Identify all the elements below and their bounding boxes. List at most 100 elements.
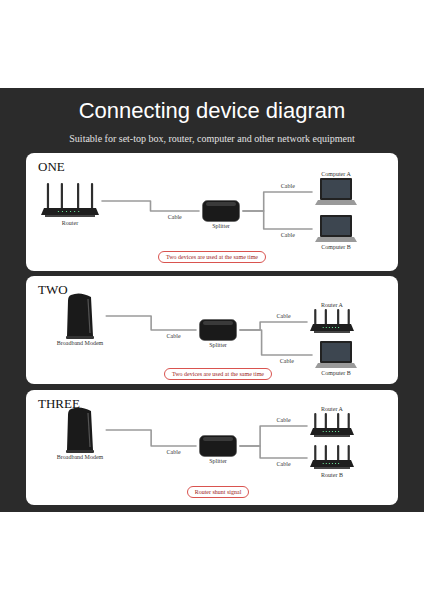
splitter-icon <box>199 435 237 457</box>
router-drawing <box>41 183 99 217</box>
router-base <box>45 215 95 217</box>
cable-label-holder: Cable <box>276 417 292 424</box>
led <box>66 211 67 212</box>
laptop-icon <box>315 178 357 206</box>
led <box>329 431 330 432</box>
note-text: Two devices are used at the same time <box>166 253 258 261</box>
router-icon <box>41 183 99 219</box>
cable-connector <box>240 330 312 355</box>
laptop-screen <box>320 215 352 237</box>
modem-icon <box>65 407 95 453</box>
led <box>332 431 333 432</box>
cable-label: Cable <box>276 417 292 424</box>
device-label: Splitter <box>209 341 227 349</box>
device-label: Splitter <box>212 222 230 230</box>
led <box>332 463 333 464</box>
modem-body <box>67 293 93 336</box>
modem-drawing <box>66 293 94 339</box>
led <box>326 327 327 328</box>
router-icon <box>310 309 354 335</box>
antenna <box>348 309 350 326</box>
cable-label-holder: Cable <box>276 461 292 468</box>
antenna <box>77 183 79 210</box>
splitter-gloss <box>203 321 233 325</box>
cable-label-holder: Cable <box>276 313 292 320</box>
device-label: Splitter <box>209 457 227 465</box>
led <box>338 431 339 432</box>
device-label: Router <box>62 219 78 227</box>
cable-connector <box>243 211 312 229</box>
laptop-icon <box>315 341 357 369</box>
led <box>326 463 327 464</box>
cable-connector <box>243 192 312 211</box>
cable-label-holder: Cable <box>280 183 296 190</box>
device-label: Computer B <box>321 369 351 377</box>
laptop-drawing <box>315 178 357 205</box>
device-box: Splitter <box>197 318 239 350</box>
router-drawing <box>310 309 354 333</box>
antenna <box>314 309 316 326</box>
device-box: Computer A <box>313 169 359 207</box>
splitter-drawing <box>200 436 237 457</box>
router-base <box>314 331 350 333</box>
cable-connector <box>106 430 196 446</box>
note-pill: Two devices are used at the same time <box>164 368 272 380</box>
note-pill: Router shunt signal <box>187 486 250 498</box>
cable-connector <box>240 322 307 330</box>
led <box>78 211 79 212</box>
laptop-base <box>315 200 357 205</box>
panel-heading: TWO <box>38 282 68 297</box>
splitter-gloss <box>203 437 233 441</box>
cable-label-holder: Cable <box>166 333 182 340</box>
device-box: Router A <box>308 300 356 336</box>
antenna <box>348 445 350 462</box>
subtitle-box: Suitable for set-top box, router, comput… <box>0 128 424 146</box>
led <box>326 431 327 432</box>
laptop-display <box>322 180 350 198</box>
laptop-display <box>322 217 350 235</box>
led <box>74 211 75 212</box>
cable-label: Cable <box>280 232 296 239</box>
laptop-drawing <box>315 215 357 242</box>
step-panel: ONERouterSplitterComputer AComputer BTwo… <box>26 153 398 271</box>
device-box: Broadband Modem <box>55 292 106 348</box>
modem-stand <box>66 336 94 339</box>
device-label: Computer B <box>321 243 351 251</box>
cable-label: Cable <box>167 214 183 221</box>
note-pill: Two devices are used at the same time <box>158 251 266 263</box>
led <box>329 327 330 328</box>
router-drawing <box>310 413 354 437</box>
splitter-drawing <box>200 320 237 341</box>
splitter-body <box>200 436 237 457</box>
laptop-base <box>315 237 357 242</box>
laptop-icon <box>315 215 357 243</box>
laptop-display <box>322 343 350 361</box>
splitter-drawing <box>203 201 240 222</box>
device-label: Broadband Modem <box>57 339 104 347</box>
cable-label: Cable <box>166 449 182 456</box>
antenna <box>47 183 49 210</box>
device-box: Broadband Modem <box>55 406 106 462</box>
cable-label: Cable <box>276 313 292 320</box>
modem-icon <box>65 293 95 339</box>
led <box>338 327 339 328</box>
laptop-screen <box>320 178 352 200</box>
splitter-icon <box>199 319 237 341</box>
cable-label: Cable <box>166 333 182 340</box>
device-box: Splitter <box>200 199 242 231</box>
cable-connector <box>240 446 307 458</box>
device-label: Computer A <box>321 170 351 178</box>
led <box>58 211 59 212</box>
antenna <box>91 183 93 210</box>
router-icon <box>310 445 354 471</box>
router-drawing <box>310 445 354 469</box>
cable-connector <box>240 426 307 446</box>
subtitle: Suitable for set-top box, router, comput… <box>69 133 354 144</box>
router-body <box>310 428 354 435</box>
antenna <box>61 183 63 210</box>
device-label: Broadband Modem <box>57 453 104 461</box>
cable-label-holder: Cable <box>167 214 183 221</box>
antenna <box>337 445 339 462</box>
modem-body <box>67 407 93 450</box>
router-base <box>314 435 350 437</box>
